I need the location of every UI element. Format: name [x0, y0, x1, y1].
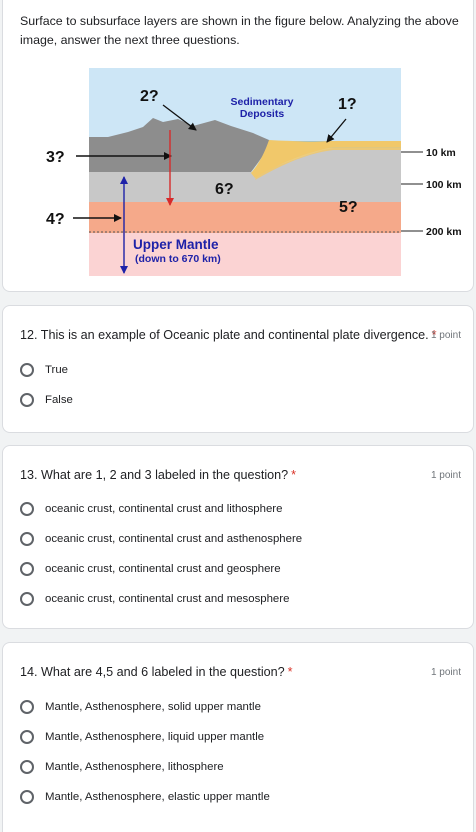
points-label: 1 point [430, 330, 461, 341]
earth-layers-diagram: 2? 1? 3? 4? 6? 5? Sedimentary Deposits U… [46, 68, 462, 276]
label-2: 2? [140, 88, 159, 105]
upper-mantle-label: Upper Mantle [133, 237, 219, 252]
option-3[interactable]: Mantle, Asthenosphere, lithosphere [20, 757, 224, 777]
option-1[interactable]: Mantle, Asthenosphere, solid upper mantl… [20, 697, 261, 717]
depth-label-100km: 100 km [426, 179, 462, 191]
radio-button[interactable] [20, 700, 34, 714]
radio-button[interactable] [20, 562, 34, 576]
option-label: oceanic crust, continental crust and ast… [45, 533, 303, 545]
question-card-12: 12. This is an example of Oceanic plate … [2, 305, 474, 433]
sedimentary-label-line2: Deposits [240, 108, 285, 120]
option-label: Mantle, Asthenosphere, lithosphere [45, 761, 224, 773]
option-4[interactable]: Mantle, Asthenosphere, elastic upper man… [20, 787, 270, 807]
label-1: 1? [338, 96, 357, 113]
option-label: False [45, 394, 73, 406]
question-title: 13. What are 1, 2 and 3 labeled in the q… [20, 468, 296, 482]
upper-mantle-sub-label: (down to 670 km) [135, 253, 221, 265]
required-asterisk: * [287, 665, 293, 679]
continental-crust-layer [89, 118, 271, 172]
option-label: True [45, 364, 68, 376]
upper-mantle-layer [89, 232, 401, 276]
radio-button[interactable] [20, 760, 34, 774]
radio-button[interactable] [20, 502, 34, 516]
option-label: Mantle, Asthenosphere, solid upper mantl… [45, 701, 261, 713]
radio-button[interactable] [20, 363, 34, 377]
arrow-2 [162, 104, 197, 131]
option-true[interactable]: True [20, 360, 68, 380]
label-3: 3? [46, 149, 65, 166]
depth-label-200km: 200 km [426, 226, 462, 238]
question-text: 13. What are 1, 2 and 3 labeled in the q… [20, 468, 289, 482]
oceanic-crust-layer [255, 140, 401, 180]
sedimentary-label-line1: Sedimentary [230, 96, 293, 108]
label-6: 6? [215, 181, 234, 198]
question-title: 12. This is an example of Oceanic plate … [20, 328, 437, 342]
label-5: 5? [339, 199, 358, 216]
question-text: 14. What are 4,5 and 6 labeled in the qu… [20, 665, 285, 679]
option-label: oceanic crust, continental crust and geo… [45, 563, 281, 575]
radio-button[interactable] [20, 730, 34, 744]
option-2[interactable]: oceanic crust, continental crust and ast… [20, 529, 302, 549]
option-4[interactable]: oceanic crust, continental crust and mes… [20, 589, 289, 609]
question-card-13: 13. What are 1, 2 and 3 labeled in the q… [2, 445, 474, 629]
question-text: 12. This is an example of Oceanic plate … [20, 328, 429, 342]
radio-button[interactable] [20, 592, 34, 606]
option-1[interactable]: oceanic crust, continental crust and lit… [20, 499, 282, 519]
option-label: oceanic crust, continental crust and mes… [45, 593, 290, 605]
points-label: 1 point [430, 470, 461, 481]
intro-card: Surface to subsurface layers are shown i… [2, 0, 474, 292]
required-asterisk: * [291, 468, 297, 482]
required-asterisk: * [431, 328, 437, 342]
points-label: 1 point [430, 667, 461, 678]
radio-button[interactable] [20, 393, 34, 407]
intro-text: Surface to subsurface layers are shown i… [20, 14, 459, 47]
radio-button[interactable] [20, 532, 34, 546]
question-title: 14. What are 4,5 and 6 labeled in the qu… [20, 665, 293, 679]
question-card-14: 14. What are 4,5 and 6 labeled in the qu… [2, 642, 474, 832]
option-2[interactable]: Mantle, Asthenosphere, liquid upper mant… [20, 727, 264, 747]
arrow-1 [326, 118, 347, 143]
asthenosphere-layer [89, 202, 401, 233]
option-label: Mantle, Asthenosphere, liquid upper mant… [45, 731, 265, 743]
option-label: oceanic crust, continental crust and lit… [45, 503, 283, 515]
option-3[interactable]: oceanic crust, continental crust and geo… [20, 559, 281, 579]
lithosphere-layer [89, 148, 401, 202]
option-label: Mantle, Asthenosphere, elastic upper man… [45, 791, 270, 803]
radio-button[interactable] [20, 790, 34, 804]
label-4: 4? [46, 211, 65, 228]
option-false[interactable]: False [20, 390, 73, 410]
depth-label-10km: 10 km [426, 147, 456, 159]
